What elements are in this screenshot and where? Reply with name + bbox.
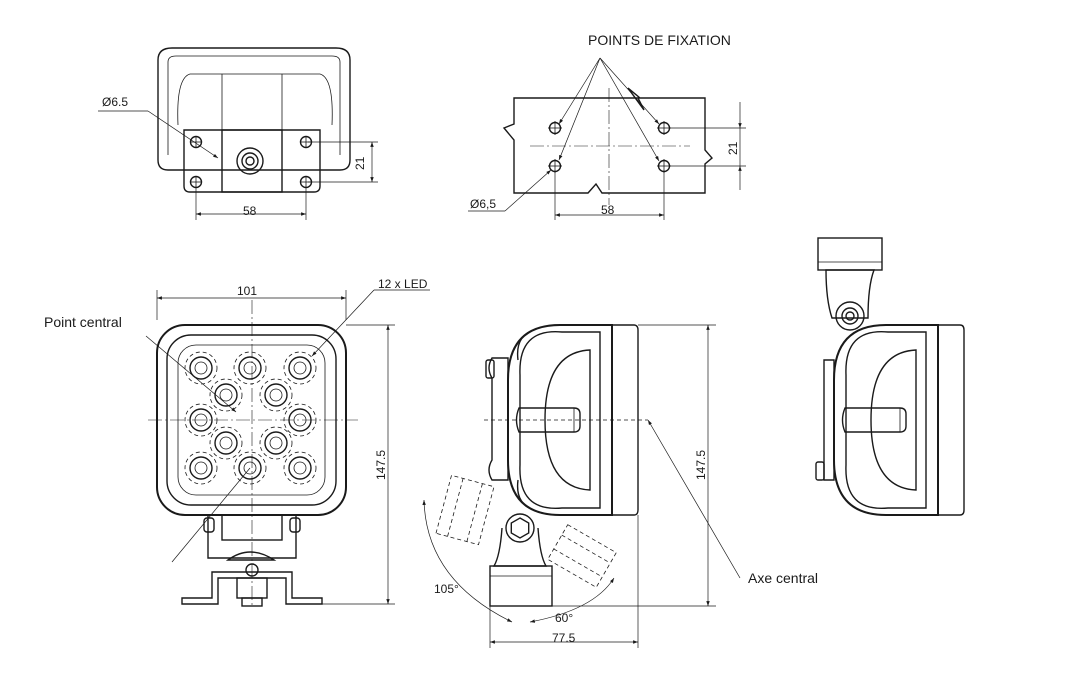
led-10 (184, 451, 218, 485)
fixing-width-label: 58 (601, 203, 615, 217)
led-6 (184, 403, 218, 437)
led-3 (283, 351, 317, 385)
lamp-front-view: 101 147.5 Point central 12 x LED (44, 277, 430, 607)
led-2 (233, 351, 267, 385)
fixing-points-title: POINTS DE FIXATION (588, 32, 731, 48)
lamp-side-view: 147.5 77.5 105° 60° Axe central (422, 324, 818, 648)
bracket-top-view: Ø6.5 21 58 (98, 47, 378, 220)
fixing-points-view: POINTS DE FIXATION Ø6,5 21 58 (468, 32, 746, 220)
fixing-height-label: 21 (726, 141, 740, 155)
bracket-hole-diameter-label: Ø6.5 (102, 95, 128, 109)
led-array (184, 351, 317, 485)
lamp-side-view-top-mount (815, 237, 965, 516)
led-9 (259, 426, 293, 460)
led-8 (209, 426, 243, 460)
led-11 (233, 451, 267, 485)
side-depth-label: 77.5 (552, 631, 576, 645)
point-central-label: Point central (44, 314, 122, 330)
led-1 (184, 351, 218, 385)
bracket-height-label: 21 (353, 156, 367, 170)
bracket-width-label: 58 (243, 204, 257, 218)
front-width-label: 101 (237, 284, 257, 298)
led-count-label: 12 x LED (378, 277, 428, 291)
tilt-back-angle-label: 105° (434, 582, 459, 596)
led-12 (283, 451, 317, 485)
led-4 (209, 378, 243, 412)
tilt-front-angle-label: 60° (555, 611, 573, 625)
side-height-label: 147.5 (694, 450, 708, 480)
led-7 (283, 403, 317, 437)
fixing-hole-diameter-label: Ø6,5 (470, 197, 496, 211)
axe-central-label: Axe central (748, 570, 818, 586)
led-5 (259, 378, 293, 412)
front-height-label: 147.5 (374, 450, 388, 480)
